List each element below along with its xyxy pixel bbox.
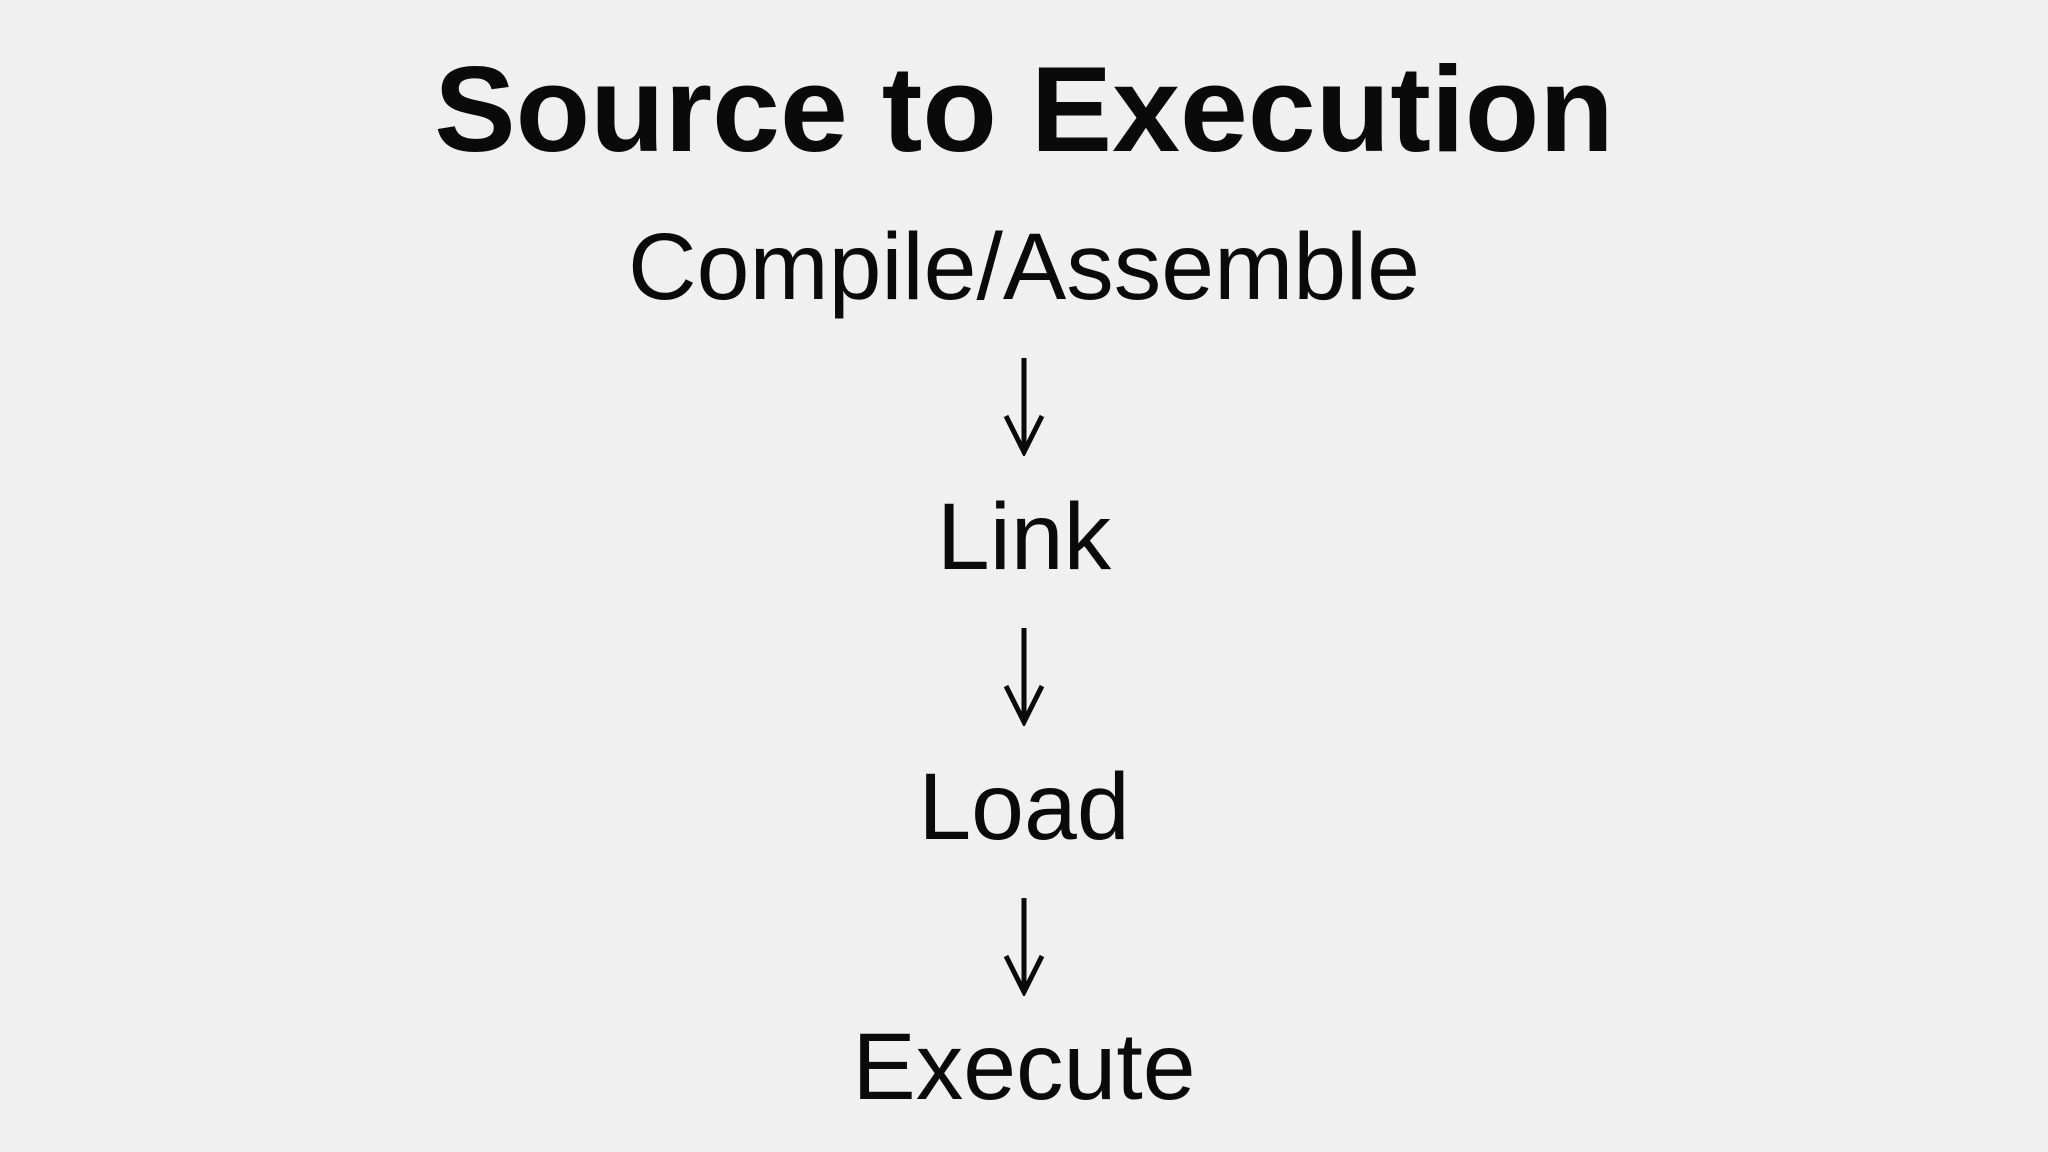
down-arrow-icon [1003, 628, 1045, 727]
down-arrow-icon [1003, 898, 1045, 997]
flow-step-compile-assemble: Compile/Assemble [628, 214, 1420, 321]
flow-step-load: Load [918, 754, 1130, 861]
flow-step-execute: Execute [852, 1014, 1196, 1121]
flow-step-link: Link [936, 484, 1112, 591]
page-title: Source to Execution [434, 41, 1614, 177]
down-arrow-icon [1003, 358, 1045, 457]
flow-diagram: Compile/Assemble Link Load Execute [628, 182, 1420, 1124]
